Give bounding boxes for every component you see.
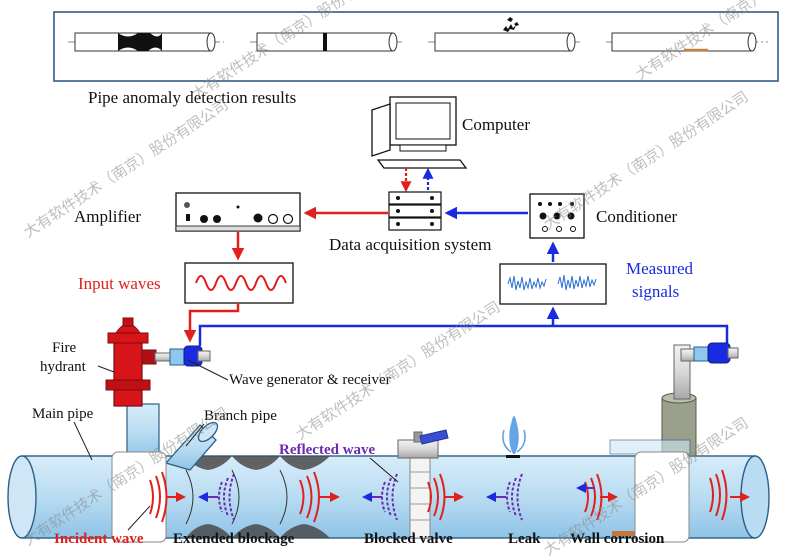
results-panel: [53, 11, 779, 82]
result-pipe-corrosion: [606, 32, 768, 52]
right-station: [609, 342, 739, 457]
leak-label: Leak: [508, 531, 541, 547]
daq-label: Data acquisition system: [329, 235, 491, 254]
conditioner-label: Conditioner: [596, 207, 678, 226]
branch-pipe-label: Branch pipe: [204, 408, 277, 424]
fire-hydrant: [105, 317, 211, 461]
amplifier-icon: [175, 192, 301, 232]
incident-pointer: [127, 505, 151, 531]
measured-label-1: Measured: [626, 259, 694, 278]
branch-pointer: [185, 423, 205, 447]
input-to-generator-arrow: [183, 303, 240, 343]
leak-jet: [502, 416, 526, 458]
receiver-signal-line: [198, 324, 729, 346]
blocked-valve: [397, 429, 449, 539]
input-waves-box: [184, 262, 294, 304]
computer-label: Computer: [462, 115, 530, 134]
reflected-label: Reflected wave: [279, 442, 376, 458]
daq-icon: [388, 191, 442, 231]
results-label: Pipe anomaly detection results: [88, 88, 296, 107]
measured-signals-box: [499, 263, 607, 305]
wave-symbols: [166, 471, 750, 523]
input-waves-label: Input waves: [78, 274, 161, 293]
branch-pipe: [164, 421, 219, 471]
corrosion-label: Wall corrosion: [570, 531, 665, 547]
watermark-7: 大有软件技术（南京）股份有限公司: [292, 298, 503, 444]
result-pipe-valve: [250, 32, 402, 52]
extended-blockage: [172, 456, 330, 538]
pipe-collars: [111, 451, 728, 543]
blockage-label: Extended blockage: [173, 531, 295, 547]
fire-label-2: hydrant: [40, 359, 87, 375]
incident-label: Incident wave: [54, 531, 144, 547]
measured-label-2: signals: [632, 282, 679, 301]
valve-label: Blocked valve: [364, 531, 453, 547]
main-pipe-label: Main pipe: [32, 406, 94, 422]
wave-gen-label: Wave generator & receiver: [229, 372, 391, 388]
generator-pointer: [187, 359, 229, 381]
result-pipe-leak: [428, 17, 580, 52]
fire-label-1: Fire: [52, 340, 77, 356]
fire-pointer: [97, 365, 115, 373]
reflected-pointer: [369, 457, 399, 483]
result-pipe-blockage: [68, 32, 224, 52]
main-pipe-pointer: [73, 421, 93, 461]
conditioner-icon: [529, 193, 585, 239]
amplifier-label: Amplifier: [74, 207, 141, 226]
computer-icon: [371, 96, 468, 169]
